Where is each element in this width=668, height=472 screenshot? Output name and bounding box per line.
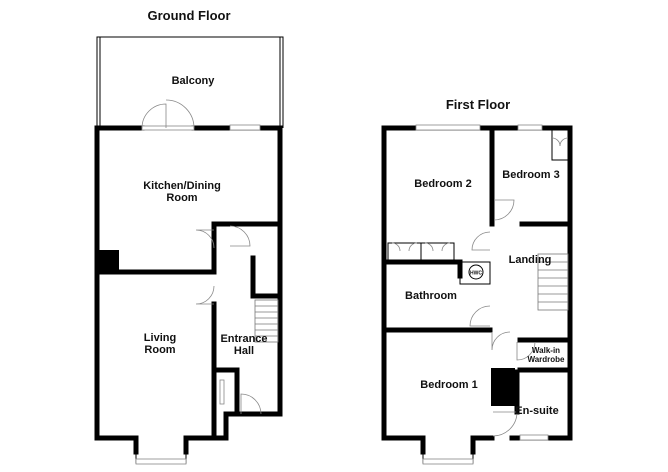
bathroom-label: Bathroom — [405, 290, 457, 302]
living-bay-window — [135, 452, 187, 465]
hall-label-line2: Hall — [234, 345, 254, 357]
bedroom1-bay-window — [422, 452, 474, 465]
landing-cupboards — [387, 242, 455, 263]
ensuite-window — [519, 434, 549, 441]
bedroom3-label: Bedroom 3 — [502, 169, 559, 181]
ground-floor-plan: Ground Floor Balcony — [94, 8, 284, 465]
chimney-breast — [98, 250, 119, 272]
ground-floor-doors — [195, 225, 262, 415]
ensuite-label: En-suite — [515, 405, 558, 417]
living-label-line1: Living — [144, 332, 176, 344]
french-doors — [141, 99, 195, 131]
first-floor-plan: First Floor — [381, 97, 573, 465]
bedroom1-chimney-breast — [491, 368, 515, 406]
ground-floor-outer-walls — [94, 125, 283, 455]
bedroom2-window — [415, 124, 481, 131]
bedroom1-label: Bedroom 1 — [420, 379, 477, 391]
balcony-outline — [96, 36, 284, 128]
hwc-label: HWC — [470, 271, 482, 277]
wardrobe-label-line2: Wardrobe — [527, 355, 565, 364]
ground-floor-internal-walls — [96, 221, 283, 441]
kitchen-label-line2: Room — [166, 192, 197, 204]
balcony-label: Balcony — [172, 75, 216, 87]
ground-floor-stairs — [254, 299, 279, 343]
living-label-line2: Room — [144, 344, 175, 356]
kitchen-window — [229, 124, 261, 131]
first-floor-stairs — [537, 253, 569, 311]
bedroom3-window — [517, 124, 543, 131]
bedroom2-label: Bedroom 2 — [414, 178, 471, 190]
landing-label: Landing — [509, 254, 552, 266]
hall-label-line1: Entrance — [220, 333, 267, 345]
wardrobe-label-line1: Walk-in — [532, 346, 560, 355]
first-floor-doors — [469, 199, 536, 437]
ground-floor-title: Ground Floor — [147, 8, 230, 23]
bedroom3-wardrobe — [551, 129, 569, 161]
hwc-cupboard: HWC — [459, 261, 491, 285]
kitchen-label-line1: Kitchen/Dining — [143, 180, 221, 192]
first-floor-title: First Floor — [446, 97, 510, 112]
